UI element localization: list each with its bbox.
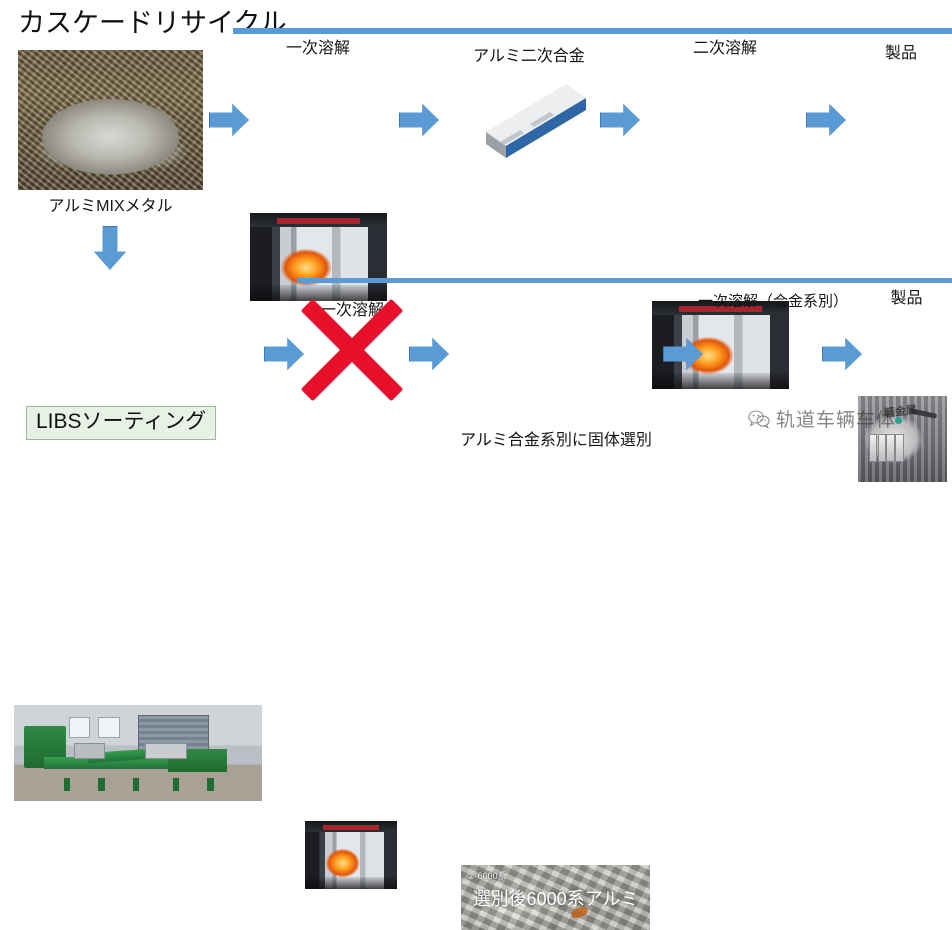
- bottom-step-4-label: 製品: [890, 290, 923, 307]
- top-step-2-label: アルミ二次合金: [473, 48, 585, 65]
- slide-canvas: カスケードリサイクル アルミMIXメタル 一次溶解 アルミ二次合金 二次溶解 製…: [14, 10, 952, 930]
- flow-arrow-right: [806, 103, 846, 137]
- melting-furnace-photo: [250, 213, 387, 301]
- chunk-corner-tag: ② 6000系: [467, 871, 507, 881]
- watermark-ghost-text: 軽金属: [883, 404, 918, 420]
- melting-furnace-photo: [652, 301, 789, 389]
- flow-arrow-right: [209, 103, 249, 137]
- title-rule: [233, 28, 952, 34]
- top-step-4-label: 製品: [884, 45, 917, 62]
- bottom-step-0-label: LIBSソーティング: [36, 410, 207, 433]
- libs-sorting-line-photo: [14, 705, 262, 801]
- chunk-overlay-text: 選別後6000系アルミ: [472, 889, 639, 909]
- sorted-6000-series-aluminium-photo: ② 6000系 選別後6000系アルミ: [461, 865, 650, 930]
- bottom-step-2-label: アルミ合金系別に固体選別: [460, 432, 652, 449]
- top-step-1-label: 一次溶解: [285, 40, 350, 57]
- section-rule: [297, 278, 952, 283]
- wechat-icon: [748, 409, 770, 429]
- flow-arrow-right: [600, 103, 640, 137]
- top-step-3-label: 二次溶解: [692, 40, 757, 57]
- watermark: 轨道车辆车体: [748, 405, 896, 432]
- flow-arrow-right: [264, 337, 304, 371]
- scrap-aluminium-pile-photo: [18, 50, 203, 190]
- flow-arrow-right: [399, 103, 439, 137]
- libs-sorting-label-box: LIBSソーティング: [26, 406, 217, 441]
- top-step-0-label: アルミMIXメタル: [48, 198, 173, 215]
- aluminium-ingot-photo: [470, 82, 590, 164]
- flow-arrow-down: [93, 226, 127, 270]
- flow-arrow-right: [409, 337, 449, 371]
- melting-furnace-photo: [305, 821, 397, 889]
- flow-arrow-right: [822, 337, 862, 371]
- bottom-step-1-label: 一次溶解: [319, 302, 384, 319]
- watermark-account-name: 轨道车辆车体: [776, 410, 897, 431]
- bottom-step-3-label: 一次溶解（合金系別）: [697, 293, 848, 310]
